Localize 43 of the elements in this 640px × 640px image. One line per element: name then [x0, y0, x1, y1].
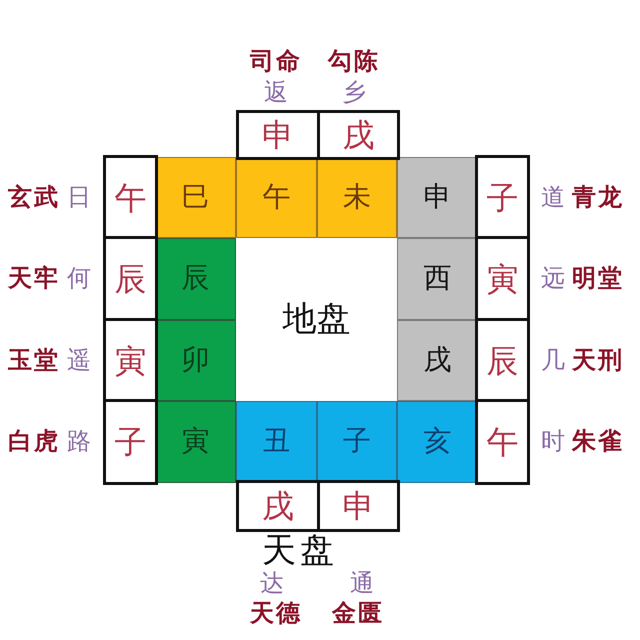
verse-character: 遥: [67, 347, 91, 374]
board-cell: 辰: [155, 238, 236, 320]
verse-character: 通: [350, 570, 374, 598]
heaven-plate-box: 午: [475, 399, 530, 485]
verse-character: 时: [541, 428, 565, 456]
board-cell: 卯: [155, 320, 236, 401]
general-name: 玉堂: [8, 347, 60, 374]
board-cell: 巳: [155, 157, 236, 238]
general-name: 天刑: [572, 347, 624, 374]
verse-character: 远: [541, 266, 565, 292]
board-cell: 丑: [236, 401, 317, 483]
general-name: 青龙: [572, 184, 624, 211]
general-name: 玄武: [8, 184, 60, 211]
general-name: 金匮: [332, 600, 384, 628]
verse-character: 达: [260, 570, 284, 598]
verse-character: 道: [541, 184, 565, 211]
board-cell: 子: [317, 401, 397, 483]
heaven-plate-box: 子: [103, 399, 158, 485]
plate-label: 天盘: [262, 532, 338, 570]
general-name: 白虎: [8, 428, 60, 456]
verse-character: 日: [67, 184, 91, 211]
general-name: 明堂: [572, 266, 624, 292]
board-cell: 未: [317, 157, 397, 238]
board-cell: 亥: [397, 401, 478, 483]
verse-character: 几: [541, 347, 565, 374]
heaven-plate-box: 申: [317, 480, 400, 532]
board-cell: 寅: [155, 401, 236, 483]
general-name: 天牢: [8, 266, 60, 292]
verse-character: 乡: [342, 80, 366, 106]
heaven-plate-box: 申: [236, 110, 320, 160]
verse-character: 返: [264, 80, 288, 106]
board-cell: 午: [236, 157, 317, 238]
heaven-plate-box: 戌: [317, 110, 400, 160]
verse-character: 路: [67, 428, 91, 456]
general-name: 司命: [250, 48, 302, 76]
verse-character: 何: [67, 266, 91, 292]
general-name: 朱雀: [572, 428, 624, 456]
board-cell: 戌: [397, 320, 478, 401]
general-name: 勾陈: [328, 48, 380, 76]
heaven-plate-box: 戌: [236, 480, 320, 532]
board-cell: 西: [397, 238, 478, 320]
general-name: 天德: [250, 600, 302, 628]
board-cell: 申: [397, 157, 478, 238]
